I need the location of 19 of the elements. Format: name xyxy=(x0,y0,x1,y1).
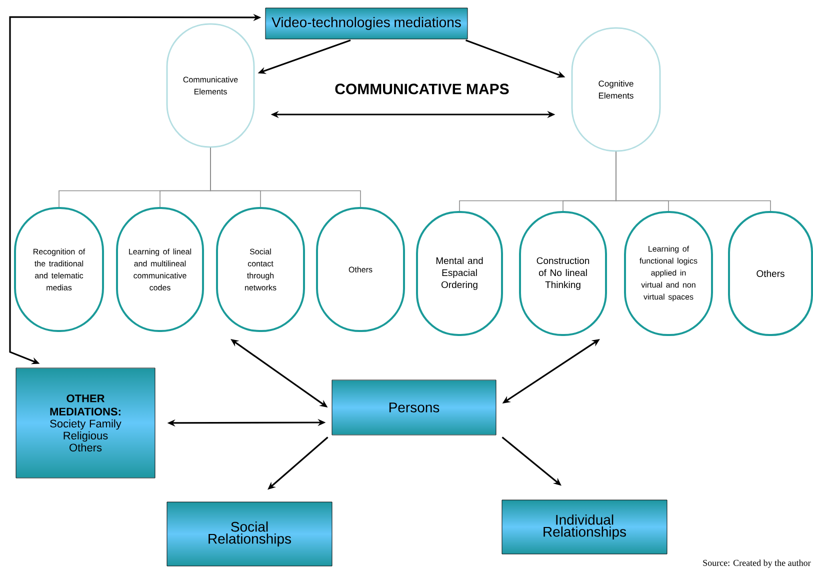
element-pill: Construction of No lineal Thinking xyxy=(519,211,607,336)
source-note: Source: Created by the author xyxy=(703,560,811,568)
connector-line xyxy=(210,147,361,208)
category-pill: Cognitive Elements xyxy=(571,27,661,152)
element-pill: Learning of functional logics applied in virtual and non virtual spaces xyxy=(624,211,713,336)
process-box: Persons xyxy=(332,380,496,436)
connector-line xyxy=(616,151,771,212)
category-pill: Communicative Elements xyxy=(166,23,255,148)
process-box: Video-technologies mediations xyxy=(265,8,468,40)
element-pill: Learning of lineal and multilineal communicative codes xyxy=(116,207,204,332)
element-pill: Others xyxy=(728,211,813,336)
element-pill: Others xyxy=(316,207,405,332)
heading-text: COMMUNICATIVE MAPS xyxy=(335,84,509,94)
process-box: OTHER MEDIATIONS: Society Family Religious Others xyxy=(16,368,156,478)
element-pill: Social contact through networks xyxy=(216,207,305,332)
process-box: Individual Relationships xyxy=(502,500,668,554)
process-box: Social Relationships xyxy=(166,502,332,566)
element-pill: Mental and Espacial Ordering xyxy=(416,211,503,336)
element-pill: Recognition of the traditional and telematic medias xyxy=(14,207,104,332)
